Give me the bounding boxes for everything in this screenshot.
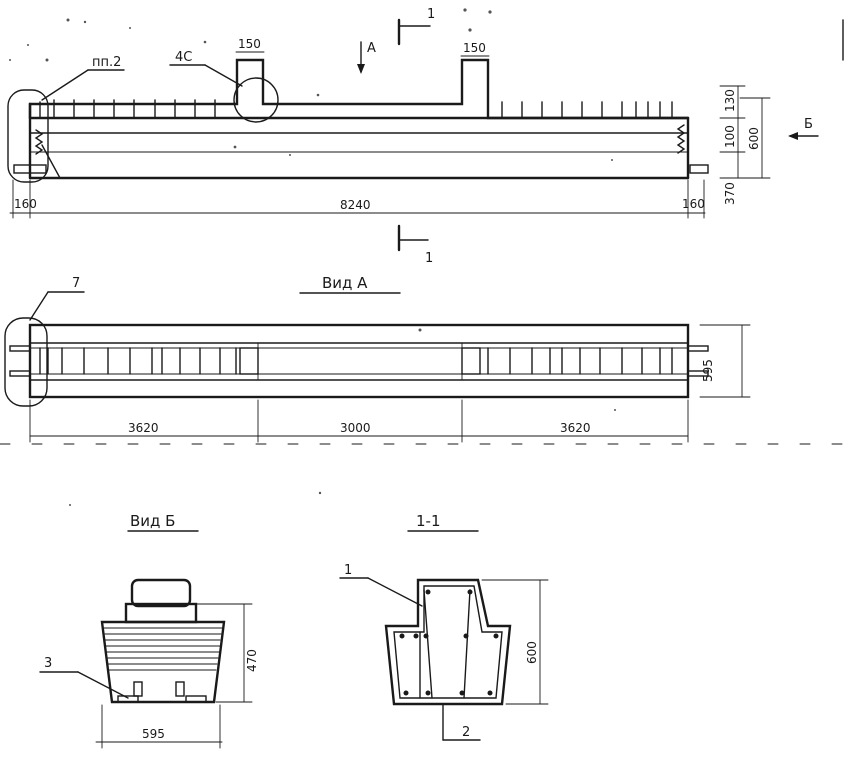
- dim-150-left: 150: [238, 37, 261, 51]
- callout-7: 7: [72, 276, 80, 291]
- dim-160-right: 160: [682, 197, 705, 211]
- plan-stirrups-right: [487, 347, 673, 375]
- section-rebars: [399, 589, 499, 696]
- end-view-hatching: [103, 627, 223, 671]
- detail-bubble-4c: [233, 77, 279, 123]
- section-1-1: [339, 530, 549, 741]
- right-end-spiral: [676, 124, 686, 154]
- dim-130: 130: [723, 89, 737, 112]
- callout-4c: 4С: [175, 50, 192, 65]
- view-a-labels: Вид А 7 595 3620 3000 3620: [72, 274, 715, 435]
- stirrups-left: [39, 99, 216, 119]
- section-1-1-labels: 1-1 1 2 600: [344, 512, 539, 740]
- dim-3620-left: 3620: [128, 421, 159, 435]
- view-b-title: Вид Б: [130, 512, 175, 530]
- view-a-plan: [4, 291, 751, 443]
- callout-2: 2: [462, 725, 470, 740]
- detail-bubble-7: [4, 317, 48, 407]
- callout-1: 1: [344, 563, 352, 578]
- section-mark-top: 1: [427, 7, 435, 22]
- callout-pp2: пп.2: [92, 55, 121, 70]
- view-a-arrow-label: A: [367, 41, 376, 56]
- dim-3620-right: 3620: [560, 421, 591, 435]
- section-mark-bottom: 1: [425, 251, 433, 266]
- left-end-spiral: [34, 129, 44, 155]
- dim-470: 470: [245, 649, 259, 672]
- dim-595-end: 595: [142, 727, 165, 741]
- view-a-title: Вид А: [322, 274, 368, 292]
- dim-150-right: 150: [463, 41, 486, 55]
- elevation-labels: 1 1 A Б пп.2 4С 150 150 130 100 370 600 …: [14, 7, 813, 266]
- detail-bubble-pp2: [7, 89, 49, 183]
- dim-600-section: 600: [525, 641, 539, 664]
- dim-3000: 3000: [340, 421, 371, 435]
- view-b-arrow-label: Б: [804, 117, 813, 132]
- scan-noise: [9, 8, 616, 506]
- dim-595-plan: 595: [701, 359, 715, 382]
- dim-370: 370: [723, 182, 737, 205]
- plan-stirrups-left: [39, 347, 237, 375]
- dim-600: 600: [747, 127, 761, 150]
- dim-100: 100: [723, 125, 737, 148]
- stirrups-right: [501, 101, 673, 119]
- dim-160-left: 160: [14, 197, 37, 211]
- beam-elevation: [7, 18, 819, 252]
- callout-3: 3: [44, 656, 52, 671]
- view-b-end: [39, 530, 253, 749]
- dim-8240: 8240: [340, 198, 371, 212]
- section-1-1-title: 1-1: [416, 512, 441, 530]
- view-b-labels: Вид Б 3 470 595: [44, 512, 259, 741]
